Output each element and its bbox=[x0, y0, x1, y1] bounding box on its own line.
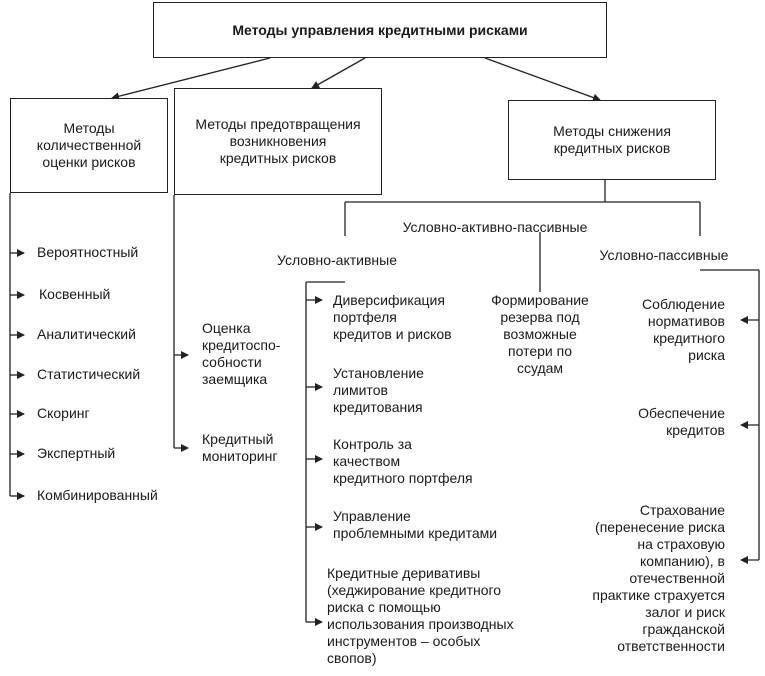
group-passive-label: Условно-пассивные bbox=[599, 247, 729, 263]
quantitative-methods-box: Методы количественной оценки рисков bbox=[10, 98, 168, 193]
passive-item: Страхование (перенесение риска на страхо… bbox=[592, 502, 725, 654]
active-item: Диверсификация портфеля кредитов и риско… bbox=[333, 292, 452, 342]
quantitative-item: Аналитический bbox=[37, 326, 136, 342]
quantitative-item: Скоринг bbox=[37, 405, 90, 421]
active-item: Контроль за качеством кредитного портфел… bbox=[333, 436, 473, 486]
reduction-methods-box: Методы снижения кредитных рисков bbox=[508, 100, 716, 180]
title-to-quantitative-arrow bbox=[111, 57, 271, 101]
quantitative-item: Статистический bbox=[37, 366, 141, 382]
group-active-label: Условно-активные bbox=[276, 252, 397, 268]
quantitative-item: Экспертный bbox=[37, 445, 116, 461]
title-box: Методы управления кредитными рисками bbox=[153, 2, 607, 58]
active-passive-item: Формирование резерва под возможные потер… bbox=[491, 292, 589, 376]
title-to-reduction-arrow bbox=[484, 57, 601, 102]
quantitative-item: Комбинированный bbox=[37, 487, 158, 503]
passive-item: Обеспечение кредитов bbox=[638, 405, 725, 438]
prevention-item: Оценка кредитоспо- собности заемщика bbox=[202, 320, 281, 387]
prevention-item: Кредитный мониторинг bbox=[202, 431, 278, 464]
active-item: Установление лимитов кредитования bbox=[333, 365, 424, 415]
quantitative-item: Косвенный bbox=[39, 286, 111, 302]
active-item: Управление проблемными кредитами bbox=[333, 508, 498, 541]
title-to-prevention-arrow bbox=[311, 57, 366, 89]
group-active-passive-label: Условно-активно-пассивные bbox=[402, 219, 588, 235]
passive-item: Соблюдение нормативов кредитного риска bbox=[642, 296, 725, 363]
active-item: Кредитные деривативы (хеджирование креди… bbox=[327, 565, 514, 666]
quantitative-item: Вероятностный bbox=[37, 244, 139, 260]
prevention-methods-box: Методы предотвращения возникновения кред… bbox=[174, 88, 382, 195]
